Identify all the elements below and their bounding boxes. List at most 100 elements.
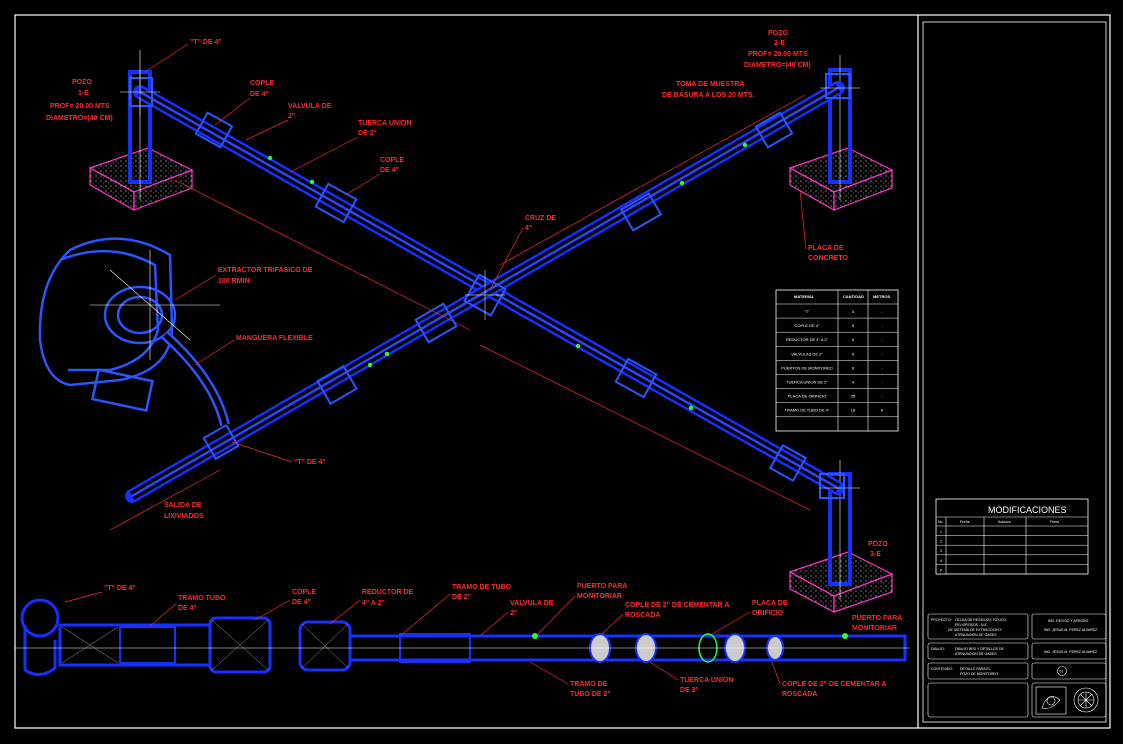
green-valves xyxy=(267,142,748,411)
label-toma-a: TOMA DE MUESTRA xyxy=(676,81,744,88)
tb-reviso-0: ING. REVISO Y APROBO xyxy=(1048,619,1089,623)
concrete-pad-2 xyxy=(788,147,894,212)
label-salida-b: LIXIVIADOS xyxy=(164,513,204,520)
outer-frame xyxy=(14,14,1111,729)
tb-dibujo-label: DIBUJO: xyxy=(931,647,945,651)
label-b-tramo-tubo2-b: TUBO DE 2" xyxy=(570,691,611,698)
mt-cell-0-1: 4 xyxy=(852,309,855,314)
label-b-cople-rosca2-a: COPLE DE 2" DE CEMENTAR A xyxy=(782,681,886,688)
label-pozo2-a: POZO xyxy=(768,30,788,37)
mt-cell-5-0: TUERCA UNION DE 2" xyxy=(786,380,828,385)
label-manguera: MANGUERA FLEXIBLE xyxy=(236,335,313,342)
section-hatching xyxy=(61,619,349,671)
mt-cell-4-0: PUERTOS DE MONITOREO xyxy=(781,365,833,370)
label-valvula-top-a: VALVULA DE xyxy=(288,103,332,110)
label-b-valvula-a: VALVULA DE xyxy=(510,600,554,607)
label-b-valvula-b: 2" xyxy=(510,610,517,617)
mod-head-3: Firma xyxy=(1050,520,1059,524)
mod-row-num-4: 5 xyxy=(940,568,942,572)
fittings-crosshair xyxy=(120,70,860,489)
label-b-tramo4-b: DE 4" xyxy=(178,605,197,612)
mt-cell-1-1: 6 xyxy=(852,323,855,328)
tb-proyecto-3: ATENUACION DE GASES xyxy=(955,633,997,637)
tb-contenido-0: DETALLE PARA EL xyxy=(960,667,991,671)
tb-dibujo-0: DIBUJO RED Y DETALLES DE xyxy=(955,647,1004,651)
label-b-cople4-a: COPLE xyxy=(292,589,316,596)
label-t-low: "T" DE 4" xyxy=(294,459,326,466)
mod-title: MODIFICACIONES xyxy=(988,505,1067,515)
label-pozo3-b: 3-E xyxy=(870,551,881,558)
label-pozo1-c: PROF= 20.00 MTS xyxy=(50,103,110,110)
mt-head-2: METROS xyxy=(873,294,890,299)
label-b-tuerca-a: TUERCA UNION xyxy=(680,677,733,684)
label-pozo2-b: 2-E xyxy=(774,40,785,47)
mt-cell-1-0: COPLE DE 4" xyxy=(795,323,821,328)
tb-proyecto-0: CELDA DE RESIDUOS TOXICO- xyxy=(955,618,1008,622)
tb-proyecto-1: PELIGROSOS - N.E. xyxy=(955,623,988,627)
mt-cell-3-1: 6 xyxy=(852,351,855,356)
label-b-reductor-a: REDUCTOR DE xyxy=(362,589,414,596)
title-inner-frame xyxy=(922,21,1107,723)
label-cople-mid-a: COPLE xyxy=(380,157,404,164)
mt-head-1: CANTIDAD xyxy=(843,294,864,299)
mod-row-num-2: 3 xyxy=(940,549,942,553)
label-pozo2-d: DIAMETRO=(40 CM) xyxy=(744,62,811,69)
label-pozo1-b: 1-E xyxy=(78,90,89,97)
mt-cell-5-2: - xyxy=(881,380,883,385)
well-pipe-2 xyxy=(828,55,852,200)
logo-seal-1 xyxy=(1035,686,1067,715)
tb-lamina: 01 xyxy=(1060,670,1064,674)
label-cople-top-b: DE 4" xyxy=(250,91,269,98)
mod-head-2: Autorizo xyxy=(998,520,1011,524)
mt-cell-2-1: 6 xyxy=(852,337,855,342)
tb-dibujo-por: ING. JESUS M. PEREZ ALVAREZ xyxy=(1044,650,1098,654)
section-pipe xyxy=(15,598,910,676)
label-extractor-a: EXTRACTOR TRIFASICO DE xyxy=(218,267,313,274)
label-cople-mid-b: DE 4" xyxy=(380,167,399,174)
label-cople-top-a: COPLE xyxy=(250,80,274,87)
mt-cell-4-1: 6 xyxy=(852,365,855,370)
tb-reviso-1: ING. JESUS M. PEREZ ALVAREZ xyxy=(1044,628,1098,632)
mt-cell-3-0: VALVULAS DE 2" xyxy=(791,351,823,356)
label-b-tramo-tubo2-a: TRAMO DE xyxy=(570,681,608,688)
logo-seal-2 xyxy=(1073,687,1099,713)
mt-cell-7-0: TRAMO DE TUBO DE 4" xyxy=(785,408,830,413)
title-block: PROYECTO: CELDA DE RESIDUOS TOXICO- PELI… xyxy=(927,613,1107,718)
label-b-puerto2-a: PUERTO PARA xyxy=(852,615,902,622)
modificaciones-table: MODIFICACIONES No. Fecha Autorizo Firma … xyxy=(935,498,1089,575)
tb-proyecto-2: DE SISTEMA DE EXTRACCION Y xyxy=(948,628,1003,632)
label-b-puerto1-a: PUERTO PARA xyxy=(577,583,627,590)
label-salida-a: SALIDA DE xyxy=(164,502,202,509)
label-b-tuerca-b: DE 2" xyxy=(680,687,699,694)
mt-cell-2-2: - xyxy=(881,337,883,342)
mt-cell-0-2: - xyxy=(881,309,883,314)
label-b-cople-rosca1-b: ROSCADA xyxy=(625,612,660,619)
mt-head-0: MATERIAL xyxy=(794,294,815,299)
label-b-cople-rosca2-b: ROSCADA xyxy=(782,691,817,698)
mt-cell-5-1: 4 xyxy=(852,380,855,385)
label-valvula-top-b: 2" xyxy=(288,113,295,120)
label-cruz-a: CRUZ DE xyxy=(525,215,556,222)
concrete-pad-3 xyxy=(788,551,894,613)
label-b-puerto2-b: MONITORIAR xyxy=(852,625,897,632)
mod-row-num-0: 1 xyxy=(940,530,942,534)
label-toma-b: DE BASURA A LOS 20 MTS. xyxy=(662,92,755,99)
labels-main: "T" DE 4" POZO 1-E PROF= 20.00 MTS DIAME… xyxy=(46,30,888,558)
label-pozo3-a: POZO xyxy=(868,541,888,548)
tb-dibujo-1: ATENUACION DE GASES xyxy=(955,652,997,656)
extractor-cross xyxy=(90,250,220,360)
label-t-top: "T" DE 4" xyxy=(190,39,222,46)
mt-cell-3-2: - xyxy=(881,351,883,356)
mt-cell-6-1: 25 xyxy=(851,394,856,399)
label-pozo2-c: PROF= 20.00 MTS xyxy=(748,51,808,58)
dimension-lines xyxy=(109,94,811,531)
mt-cell-6-0: PLACA DE ORIFICIO xyxy=(788,394,826,399)
label-b-tramo2-b: DE 2" xyxy=(452,594,471,601)
mt-cell-0-0: "T" xyxy=(804,309,810,314)
label-b-tramo4-a: TRAMO TUBO xyxy=(178,595,226,602)
mod-row-num-1: 2 xyxy=(940,540,942,544)
mt-cell-7-2: 6 xyxy=(881,408,884,413)
label-b-cople4-b: DE 4" xyxy=(292,599,311,606)
label-cruz-b: 4" xyxy=(525,225,532,232)
